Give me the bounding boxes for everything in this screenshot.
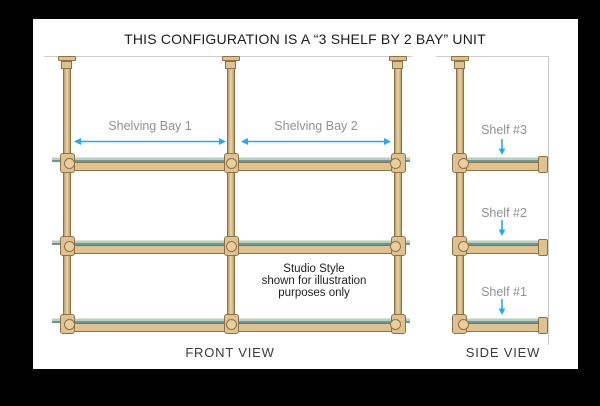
side-view-caption: SIDE VIEW [465,345,541,360]
side-post [456,57,464,333]
bay-2-label: Shelving Bay 2 [274,119,358,133]
front-shelf-3-knob-2 [226,158,237,169]
front-post-2-sleeve [225,61,236,69]
front-post-3 [394,57,402,333]
front-post-3-sleeve [392,61,403,69]
side-shelf-3-bar [464,162,540,171]
front-shelf-2-knob-3 [390,241,401,252]
bay-1-label: Shelving Bay 1 [108,119,192,133]
shelf-1-label: Shelf #1 [481,285,527,299]
front-shelf-1-knob-1 [64,319,75,330]
front-post-2-ceiling-flange [222,56,240,61]
shelf-3-label: Shelf #3 [481,123,527,137]
side-shelf-2-bar [464,245,540,254]
note-line-1: Studio Style [283,263,345,275]
front-post-2 [227,57,235,333]
diagram-page [33,19,578,369]
side-shelf-2-endcap [538,239,548,256]
front-shelf-1-knob-3 [390,319,401,330]
side-shelf-3-glass [466,157,540,162]
studio-style-note: Studio Style shown for illustration purp… [262,263,367,299]
side-shelf-2-glass [466,240,540,245]
front-shelf-2-knob-2 [226,241,237,252]
note-line-2: shown for illustration [261,275,367,287]
side-post-sleeve [454,61,465,69]
front-shelf-1-knob-2 [226,319,237,330]
front-post-1 [63,57,71,333]
front-post-1-ceiling-flange [58,56,76,61]
note-line-3: purposes only [278,287,350,299]
front-shelf-3-knob-3 [390,158,401,169]
shelf-2-label: Shelf #2 [481,206,527,220]
side-shelf-3-endcap [538,156,548,173]
front-post-3-ceiling-flange [389,56,407,61]
side-shelf-1-endcap [538,317,548,334]
side-right-border-line [548,56,549,345]
side-ceiling-line [436,56,548,57]
front-shelf-3-knob-1 [64,158,75,169]
side-shelf-1-bar [464,323,540,332]
diagram-title: THIS CONFIGURATION IS A “3 SHELF BY 2 BA… [124,31,486,47]
front-post-1-sleeve [61,61,72,69]
front-shelf-2-knob-1 [64,241,75,252]
side-shelf-1-knob [458,319,469,330]
side-shelf-1-glass [466,318,540,323]
front-view-caption: FRONT VIEW [185,345,275,360]
side-shelf-2-knob [458,241,469,252]
side-shelf-3-knob [458,158,469,169]
side-post-ceiling-flange [451,56,469,61]
